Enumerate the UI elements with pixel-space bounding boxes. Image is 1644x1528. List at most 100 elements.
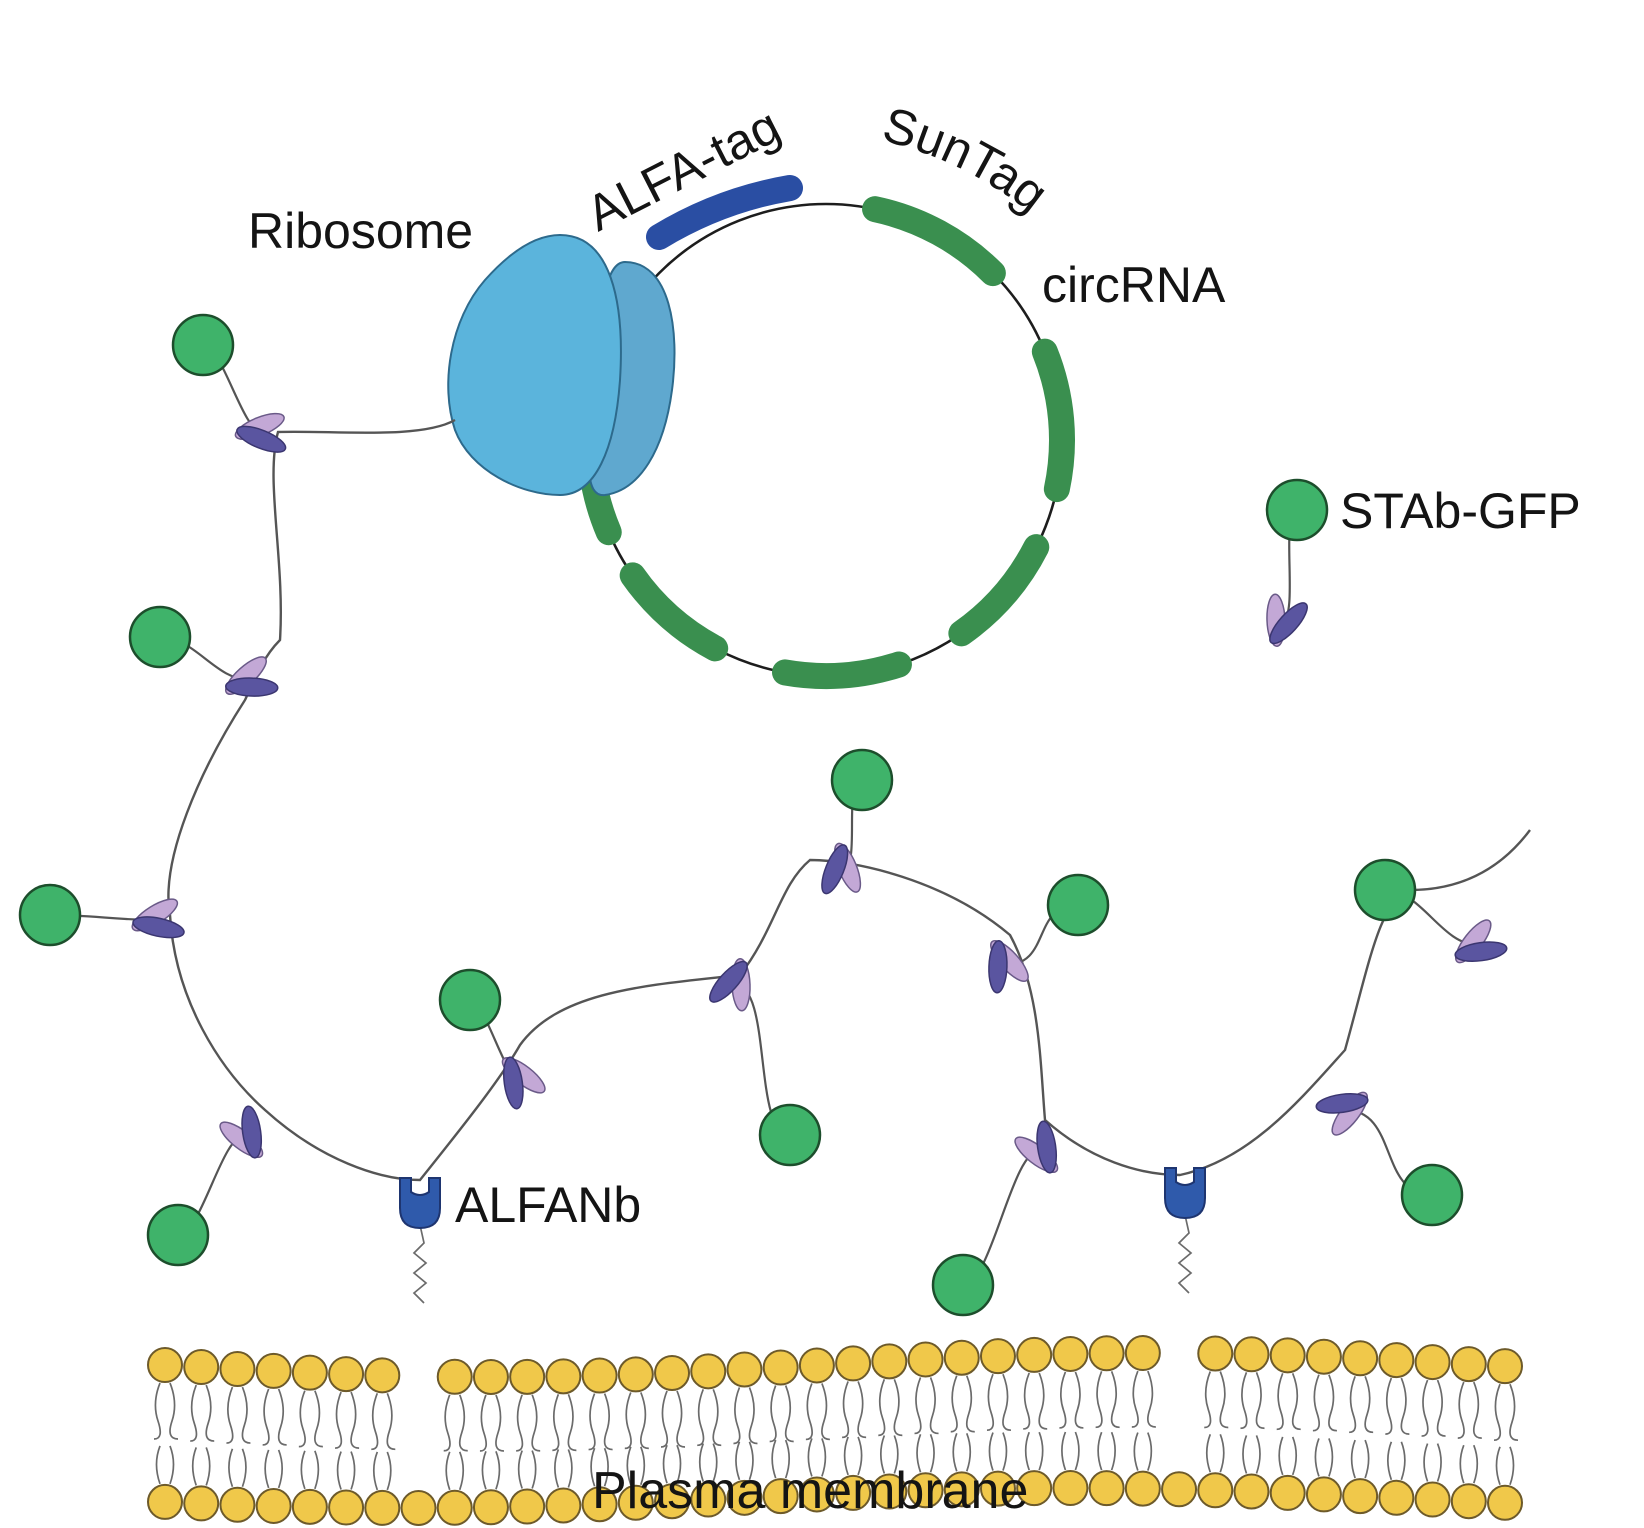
lipid-tail [1255, 1371, 1265, 1430]
lipid-tail [1509, 1446, 1515, 1486]
lipid-tail [1276, 1373, 1284, 1431]
scfv-dark-domain [1454, 941, 1508, 963]
lipid-tail [878, 1379, 886, 1437]
lipid-head [328, 1356, 365, 1393]
gfp-icon [830, 748, 894, 812]
lipid-tail [1436, 1443, 1442, 1482]
lipid-head [762, 1478, 799, 1515]
suntag-segment [1031, 338, 1075, 503]
lipid-tail [1459, 1444, 1465, 1484]
lipid-tail [805, 1383, 813, 1441]
lipid-tail [1219, 1371, 1229, 1429]
membrane-anchor-linker [412, 1224, 428, 1304]
alfanb-anchor [1164, 1167, 1206, 1294]
lipid-tail [386, 1451, 392, 1491]
lipid-head [835, 1345, 872, 1382]
lipid-tail [929, 1433, 935, 1473]
gfp-icon [128, 605, 192, 669]
lipid-head [1233, 1473, 1270, 1510]
bound-stab-gfp [931, 1120, 1059, 1317]
scfv-dark-domain [225, 677, 279, 697]
lipid-head [1088, 1335, 1125, 1372]
lipid-head [219, 1351, 256, 1388]
gfp-icon [146, 1203, 210, 1267]
bound-stab-gfp [821, 748, 894, 895]
lipid-heads-outer-leaflet [147, 1335, 1523, 1395]
lipid-tail [843, 1436, 849, 1476]
alfanb-icon [1164, 1167, 1206, 1220]
lipid-tail [712, 1389, 722, 1447]
scfv-dark-domain [236, 425, 287, 453]
lipid-head [762, 1349, 799, 1386]
scfv [988, 939, 1029, 994]
scfv-dark-domain [709, 960, 748, 1003]
lipid-head [690, 1353, 727, 1390]
lipid-head [291, 1354, 328, 1391]
gfp-icon [171, 313, 235, 377]
lipid-tail [1509, 1383, 1519, 1442]
lipid-head [1197, 1472, 1234, 1509]
scfv [1014, 1120, 1059, 1174]
gfp-icon [931, 1253, 995, 1317]
lipid-tail [336, 1451, 342, 1490]
lipid-head [581, 1486, 618, 1523]
lipid-tail [1147, 1432, 1153, 1471]
lipid-tail [590, 1447, 596, 1487]
lipid-head [1124, 1335, 1161, 1372]
bound-stab-gfp [1315, 1091, 1464, 1227]
lipid-tail [277, 1449, 283, 1489]
alfanb-anchors [399, 1167, 1206, 1304]
lipid-tail [241, 1386, 251, 1444]
lipid-tail [1061, 1431, 1067, 1471]
lipid-tail [1400, 1377, 1410, 1435]
label-stab-gfp: STAb-GFP [1340, 483, 1581, 539]
lipid-tail [1204, 1371, 1212, 1429]
lipid-tail [784, 1439, 791, 1479]
lipid-head [183, 1485, 220, 1522]
ribosome-large-subunit [447, 233, 622, 497]
label-alfanb: ALFANb [455, 1177, 641, 1233]
lipid-tail [1364, 1439, 1370, 1479]
scfv-dark-domain [132, 916, 185, 939]
lipid-tail [153, 1382, 162, 1440]
lipid-head [472, 1489, 509, 1526]
lipid-tail [445, 1451, 451, 1491]
bound-stab-gfp [988, 873, 1110, 994]
lipid-tail [314, 1390, 323, 1448]
lipid-head [581, 1357, 618, 1394]
scfv [1266, 593, 1308, 647]
circrna [577, 175, 1075, 689]
lipid-head [617, 1484, 654, 1521]
label-suntag-path: SunTag [877, 96, 1058, 222]
lipid-tail [1097, 1431, 1103, 1471]
scfv-dark-domain [1036, 1120, 1058, 1174]
lipid-tail [807, 1438, 813, 1477]
lipid-tail [1205, 1433, 1212, 1473]
lipid-tail [567, 1449, 573, 1488]
lipid-head [1414, 1344, 1451, 1381]
lipid-head [1378, 1342, 1415, 1379]
lipid-tail [495, 1394, 505, 1452]
lipid-heads-inner-leaflet [147, 1470, 1523, 1526]
alfa-tag-segment [646, 175, 803, 250]
lipid-tail [1493, 1383, 1502, 1442]
lipid-head [147, 1483, 183, 1520]
lipid-tail [769, 1385, 777, 1443]
lipid-head [798, 1476, 835, 1513]
lipid-tail [914, 1377, 922, 1435]
lipid-head [1197, 1335, 1234, 1372]
bound-stab-gfp [171, 313, 287, 453]
lipid-tail [1095, 1370, 1103, 1429]
lipid-tail [1255, 1435, 1261, 1474]
lipid-tail [1421, 1379, 1429, 1437]
lipid-head [183, 1349, 220, 1386]
lipid-tail [1312, 1374, 1321, 1432]
label-circrna: circRNA [1042, 257, 1226, 313]
lipid-tail [748, 1387, 758, 1445]
scfv-dark-domain [1269, 602, 1308, 645]
lipid-tail [516, 1394, 524, 1452]
lipid-tail [1002, 1373, 1012, 1432]
lipid-tail [1328, 1374, 1337, 1432]
free-stab-gfp [1265, 478, 1329, 647]
lipid-head [654, 1354, 691, 1391]
